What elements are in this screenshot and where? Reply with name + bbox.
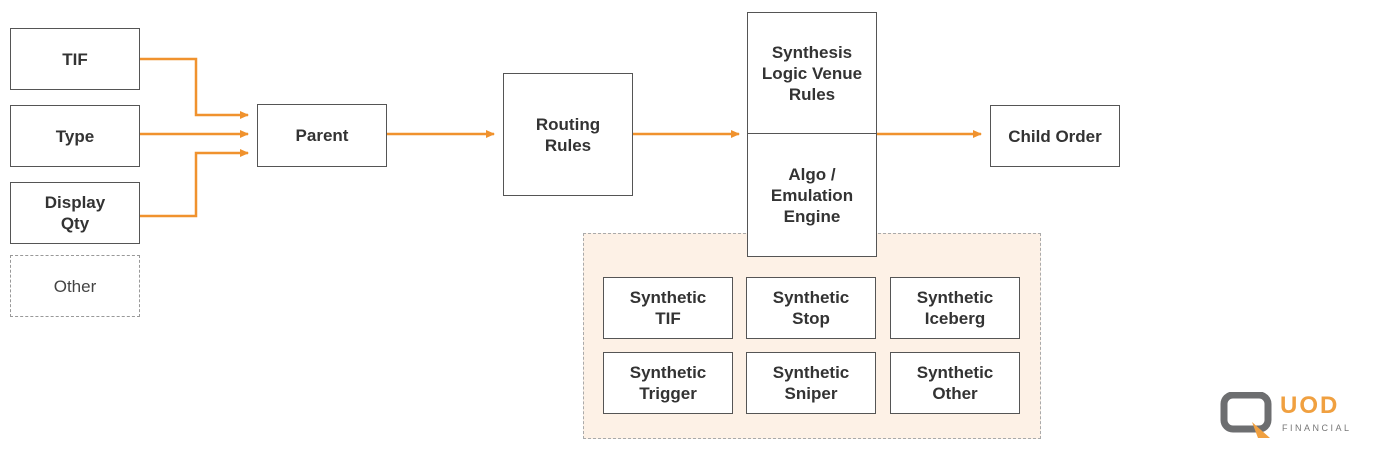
synthetic-trigger-box: Synthetic Trigger	[603, 352, 733, 414]
tif-box: TIF	[10, 28, 140, 90]
parent-box: Parent	[257, 104, 387, 167]
synthetic-sniper-box: Synthetic Sniper	[746, 352, 876, 414]
synthesis-logic-box: Synthesis Logic Venue Rules	[747, 12, 877, 135]
logo-subtitle: FINANCIAL	[1282, 423, 1352, 433]
child-order-box: Child Order	[990, 105, 1120, 167]
routing-rules-box: Routing Rules	[503, 73, 633, 196]
type-box: Type	[10, 105, 140, 167]
synthetic-stop-box: Synthetic Stop	[746, 277, 876, 339]
display-qty-box: Display Qty	[10, 182, 140, 244]
synthetic-iceberg-box: Synthetic Iceberg	[890, 277, 1020, 339]
other-box: Other	[10, 255, 140, 317]
arrow-displayqty-to-parent	[140, 149, 249, 218]
logo-word: UOD	[1280, 392, 1340, 419]
synthetic-tif-box: Synthetic TIF	[603, 277, 733, 339]
arrow-tif-to-parent	[140, 57, 249, 119]
synthetic-other-box: Synthetic Other	[890, 352, 1020, 414]
algo-emulation-engine-box: Algo / Emulation Engine	[747, 133, 877, 257]
quod-q-logo-icon	[1220, 392, 1272, 438]
quod-financial-logo: UOD FINANCIAL	[1220, 392, 1360, 442]
